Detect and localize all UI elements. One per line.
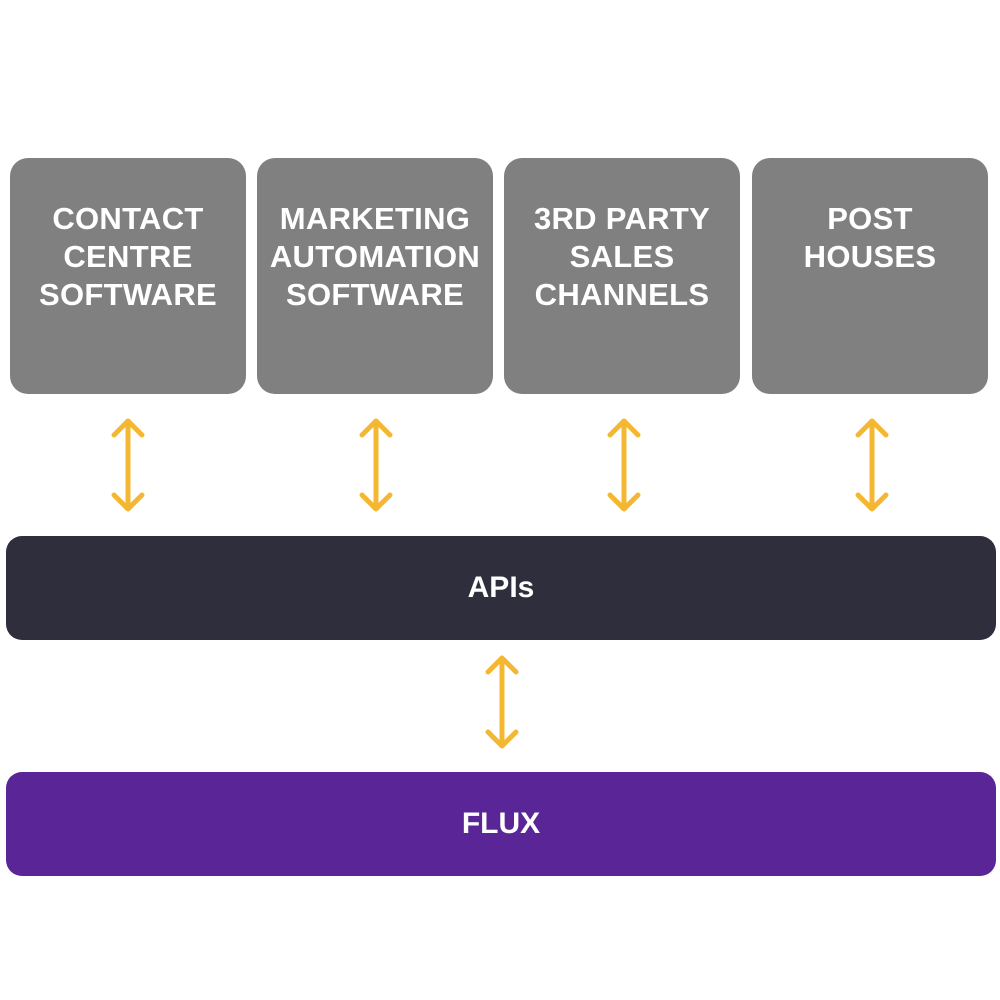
box-post-houses: POST HOUSES <box>752 158 988 394</box>
box-label-line: MARKETING <box>279 201 471 236</box>
box-3rd-party-sales-channels: 3RD PARTY SALES CHANNELS <box>504 158 740 394</box>
double-arrow-icon <box>356 415 396 515</box>
box-label-line: HOUSES <box>803 239 937 274</box>
double-arrow-icon <box>604 415 644 515</box>
flux-label: FLUX <box>461 807 541 840</box>
box-label-line: POST <box>827 201 913 236</box>
box-label-line: SOFTWARE <box>38 277 218 312</box>
apis-label: APIs <box>467 571 535 604</box>
box-label-line: 3RD PARTY <box>533 201 711 236</box>
box-contact-centre-software: CONTACT CENTRE SOFTWARE <box>10 158 246 394</box>
double-arrow-icon <box>108 415 148 515</box>
box-label-line: SOFTWARE <box>285 277 465 312</box>
double-arrow-icon <box>852 415 892 515</box>
box-marketing-automation-software: MARKETING AUTOMATION SOFTWARE <box>257 158 493 394</box>
box-label-line: CHANNELS <box>534 277 710 312</box>
box-label-line: CENTRE <box>63 239 193 274</box>
box-label-line: AUTOMATION <box>269 239 481 274</box>
double-arrow-icon <box>482 652 522 752</box>
flux-bar: FLUX <box>6 772 996 876</box>
box-label-line: SALES <box>569 239 675 274</box>
apis-bar: APIs <box>6 536 996 640</box>
box-label-line: CONTACT <box>52 201 204 236</box>
